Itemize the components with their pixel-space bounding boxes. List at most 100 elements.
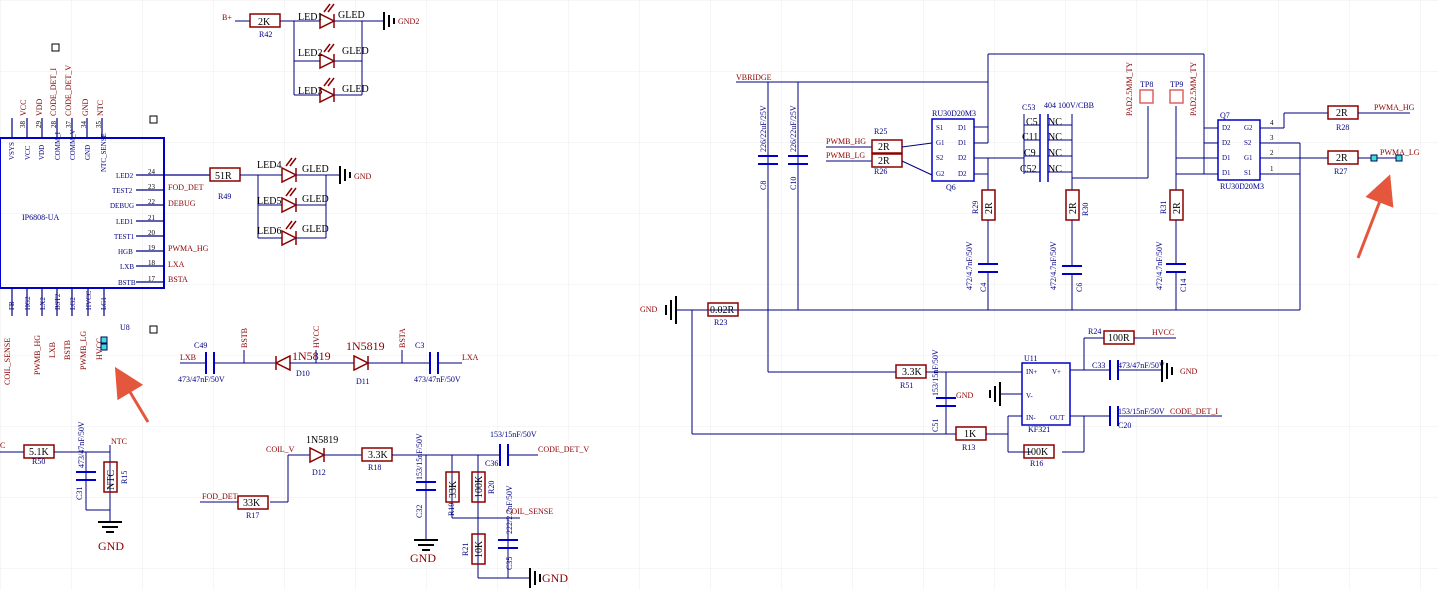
schematic-label: TP8 xyxy=(1140,80,1153,89)
bridge-bootstrap[interactable]: LXB C49 473/47nF/50V BSTB 1N5819 D10 HVC… xyxy=(178,326,479,386)
coil-sense-section[interactable]: COIL_V 33K R17 FOD_DET 1N5819 D12 3.3K R… xyxy=(200,430,589,588)
schematic-label: LED5 xyxy=(257,196,281,207)
schematic-label: 226/22uF/25V xyxy=(789,105,798,152)
schematic-label: D1 xyxy=(958,139,967,147)
schematic-label: 472/4.7nF/50V xyxy=(1155,241,1164,290)
schematic-label: LED2 xyxy=(116,172,134,180)
schematic-label: C49 xyxy=(194,341,207,350)
schematic-label: 2R xyxy=(1336,153,1348,164)
schematic-label: 1N5819 xyxy=(306,435,338,446)
schematic-label: 222/2.2nF/50V xyxy=(505,485,514,534)
schematic-label: C10 xyxy=(789,177,798,190)
schematic-label: S2 xyxy=(936,154,944,162)
schematic-label: PWMB_LG xyxy=(826,151,865,160)
schematic-label: C52 xyxy=(1020,164,1037,175)
schematic-label: Q6 xyxy=(946,183,956,192)
schematic-label: LED6 xyxy=(257,226,281,237)
selection-handle[interactable] xyxy=(100,343,108,351)
schematic-label: PWMB_HG xyxy=(826,137,866,146)
schematic-label: C53 xyxy=(1022,103,1035,112)
schematic-label: GND xyxy=(81,98,90,116)
schematic-label: Q7 xyxy=(1220,111,1230,120)
schematic-label: GND xyxy=(84,145,92,160)
schematic-label: 472/4.7nF/50V xyxy=(965,241,974,290)
ic-u8-top-labels: VCC VDD CODE_DET_I CODE_DET_V GND NTC VS… xyxy=(8,65,108,172)
test-pad-tp8[interactable]: TP8 PAD2.5MM_TY xyxy=(1125,62,1154,116)
schematic-label: R27 xyxy=(1334,167,1347,176)
schematic-label: C8 xyxy=(759,181,768,190)
schematic-label: 20 xyxy=(148,229,156,237)
schematic-label: U11 xyxy=(1024,354,1037,363)
schematic-label: CODE_DET_V xyxy=(64,65,73,116)
schematic-label: LED1 xyxy=(116,218,134,226)
selection-handle[interactable] xyxy=(100,336,108,344)
schematic-label: D2 xyxy=(1222,139,1231,147)
schematic-label: R30 xyxy=(1081,203,1090,216)
schematic-label: BSTB xyxy=(240,328,249,348)
schematic-label: R49 xyxy=(218,192,231,201)
pin-marker xyxy=(51,43,60,52)
schematic-label: GND xyxy=(542,571,568,585)
schematic-label: GND2 xyxy=(398,17,419,26)
schematic-label: D11 xyxy=(356,377,369,386)
schematic-label: LG1 xyxy=(100,297,108,310)
opamp-u11[interactable]: U11 KF321 IN+ V- IN- V+ OUT xyxy=(1021,354,1071,434)
schematic-label: LXB xyxy=(48,342,57,358)
schematic-label: HGB xyxy=(118,248,133,256)
schematic-label: VBRIDGE xyxy=(736,73,772,82)
selection-handle[interactable] xyxy=(1395,154,1403,162)
schematic-label: LXB xyxy=(180,353,196,362)
schematic-label: TEST2 xyxy=(112,187,133,195)
schematic-label: C36 xyxy=(485,459,498,468)
schematic-label: PWMB_LG xyxy=(79,331,88,370)
schematic-label: IN- xyxy=(1026,414,1036,422)
schematic-label: C35 xyxy=(505,557,514,570)
schematic-label: 2R xyxy=(1336,108,1348,119)
schematic-label: C3 xyxy=(415,341,424,350)
schematic-label: 2K xyxy=(258,17,271,28)
schematic-label: 473/47nF/50V xyxy=(77,421,86,468)
schematic-label: D2 xyxy=(958,170,967,178)
ntc-section[interactable]: C 5.1K R50 NTC 473/47nF/50V C31 NTC R15 … xyxy=(0,421,129,553)
ic-u8[interactable]: IP6808-UA U8 xyxy=(0,137,165,332)
schematic-label: 2R xyxy=(1068,202,1079,214)
mosfet-q6[interactable]: RU30D20M3 Q6 S1 G1 S2 G2 D1 D1 D2 D2 xyxy=(931,109,976,192)
schematic-label: G2 xyxy=(936,170,945,178)
schematic-label: 2R xyxy=(878,142,890,153)
resistor-r49[interactable]: 51R R49 xyxy=(209,167,258,201)
schematic-label: COMM_V xyxy=(69,129,77,160)
test-pad-tp9[interactable]: TP9 PAD2.5MM_TY xyxy=(1169,62,1198,116)
schematic-label: G1 xyxy=(936,139,945,147)
schematic-label: GLED xyxy=(338,10,365,21)
schematic-label: 34 xyxy=(80,121,88,129)
schematic-label: VCC xyxy=(19,100,28,116)
selection-handle[interactable] xyxy=(1370,154,1378,162)
schematic-label: R21 xyxy=(461,543,470,556)
schematic-label: LED1 xyxy=(298,12,322,23)
schematic-label: C51 xyxy=(931,419,940,432)
ic-u8-body xyxy=(0,137,165,289)
schematic-label: GND xyxy=(640,305,658,314)
mosfet-q7[interactable]: Q7 RU30D20M3 D2 D2 D1 D1 G2 S2 G1 S1 xyxy=(1217,111,1264,191)
schematic-label: COIL_V xyxy=(266,445,295,454)
schematic-label: R28 xyxy=(1336,123,1349,132)
schematic-label: G2 xyxy=(1244,124,1253,132)
schematic-label: R25 xyxy=(874,127,887,136)
ic-u8-right-pins xyxy=(136,174,210,283)
schematic-label: C32 xyxy=(415,505,424,518)
ic-u8-right-labels: LED2 TEST2 DEBUG LED1 TEST1 HGB LXB BSTB… xyxy=(110,168,209,287)
schematic-label: PWMA_LG xyxy=(1380,148,1420,157)
schematic-label: BSTA xyxy=(168,275,188,284)
schematic-label: 24 xyxy=(148,168,156,176)
schematic-label: GLED xyxy=(342,84,369,95)
schematic-label: OUT xyxy=(1050,414,1065,422)
schematic-label: 5.1K xyxy=(29,447,50,458)
schematic-label: PWMA_HG xyxy=(1374,103,1415,112)
schematic-label: R15 xyxy=(120,471,129,484)
schematic-label: LXA xyxy=(168,260,185,269)
led-group-top[interactable]: B+ 2K R42 LED1 LED2 LED3 GLED GLED GLED xyxy=(222,3,419,104)
led-group-middle[interactable]: LED4 LED5 LED6 GLED GLED GLED GND xyxy=(257,157,372,247)
schematic-label: C xyxy=(0,441,5,450)
